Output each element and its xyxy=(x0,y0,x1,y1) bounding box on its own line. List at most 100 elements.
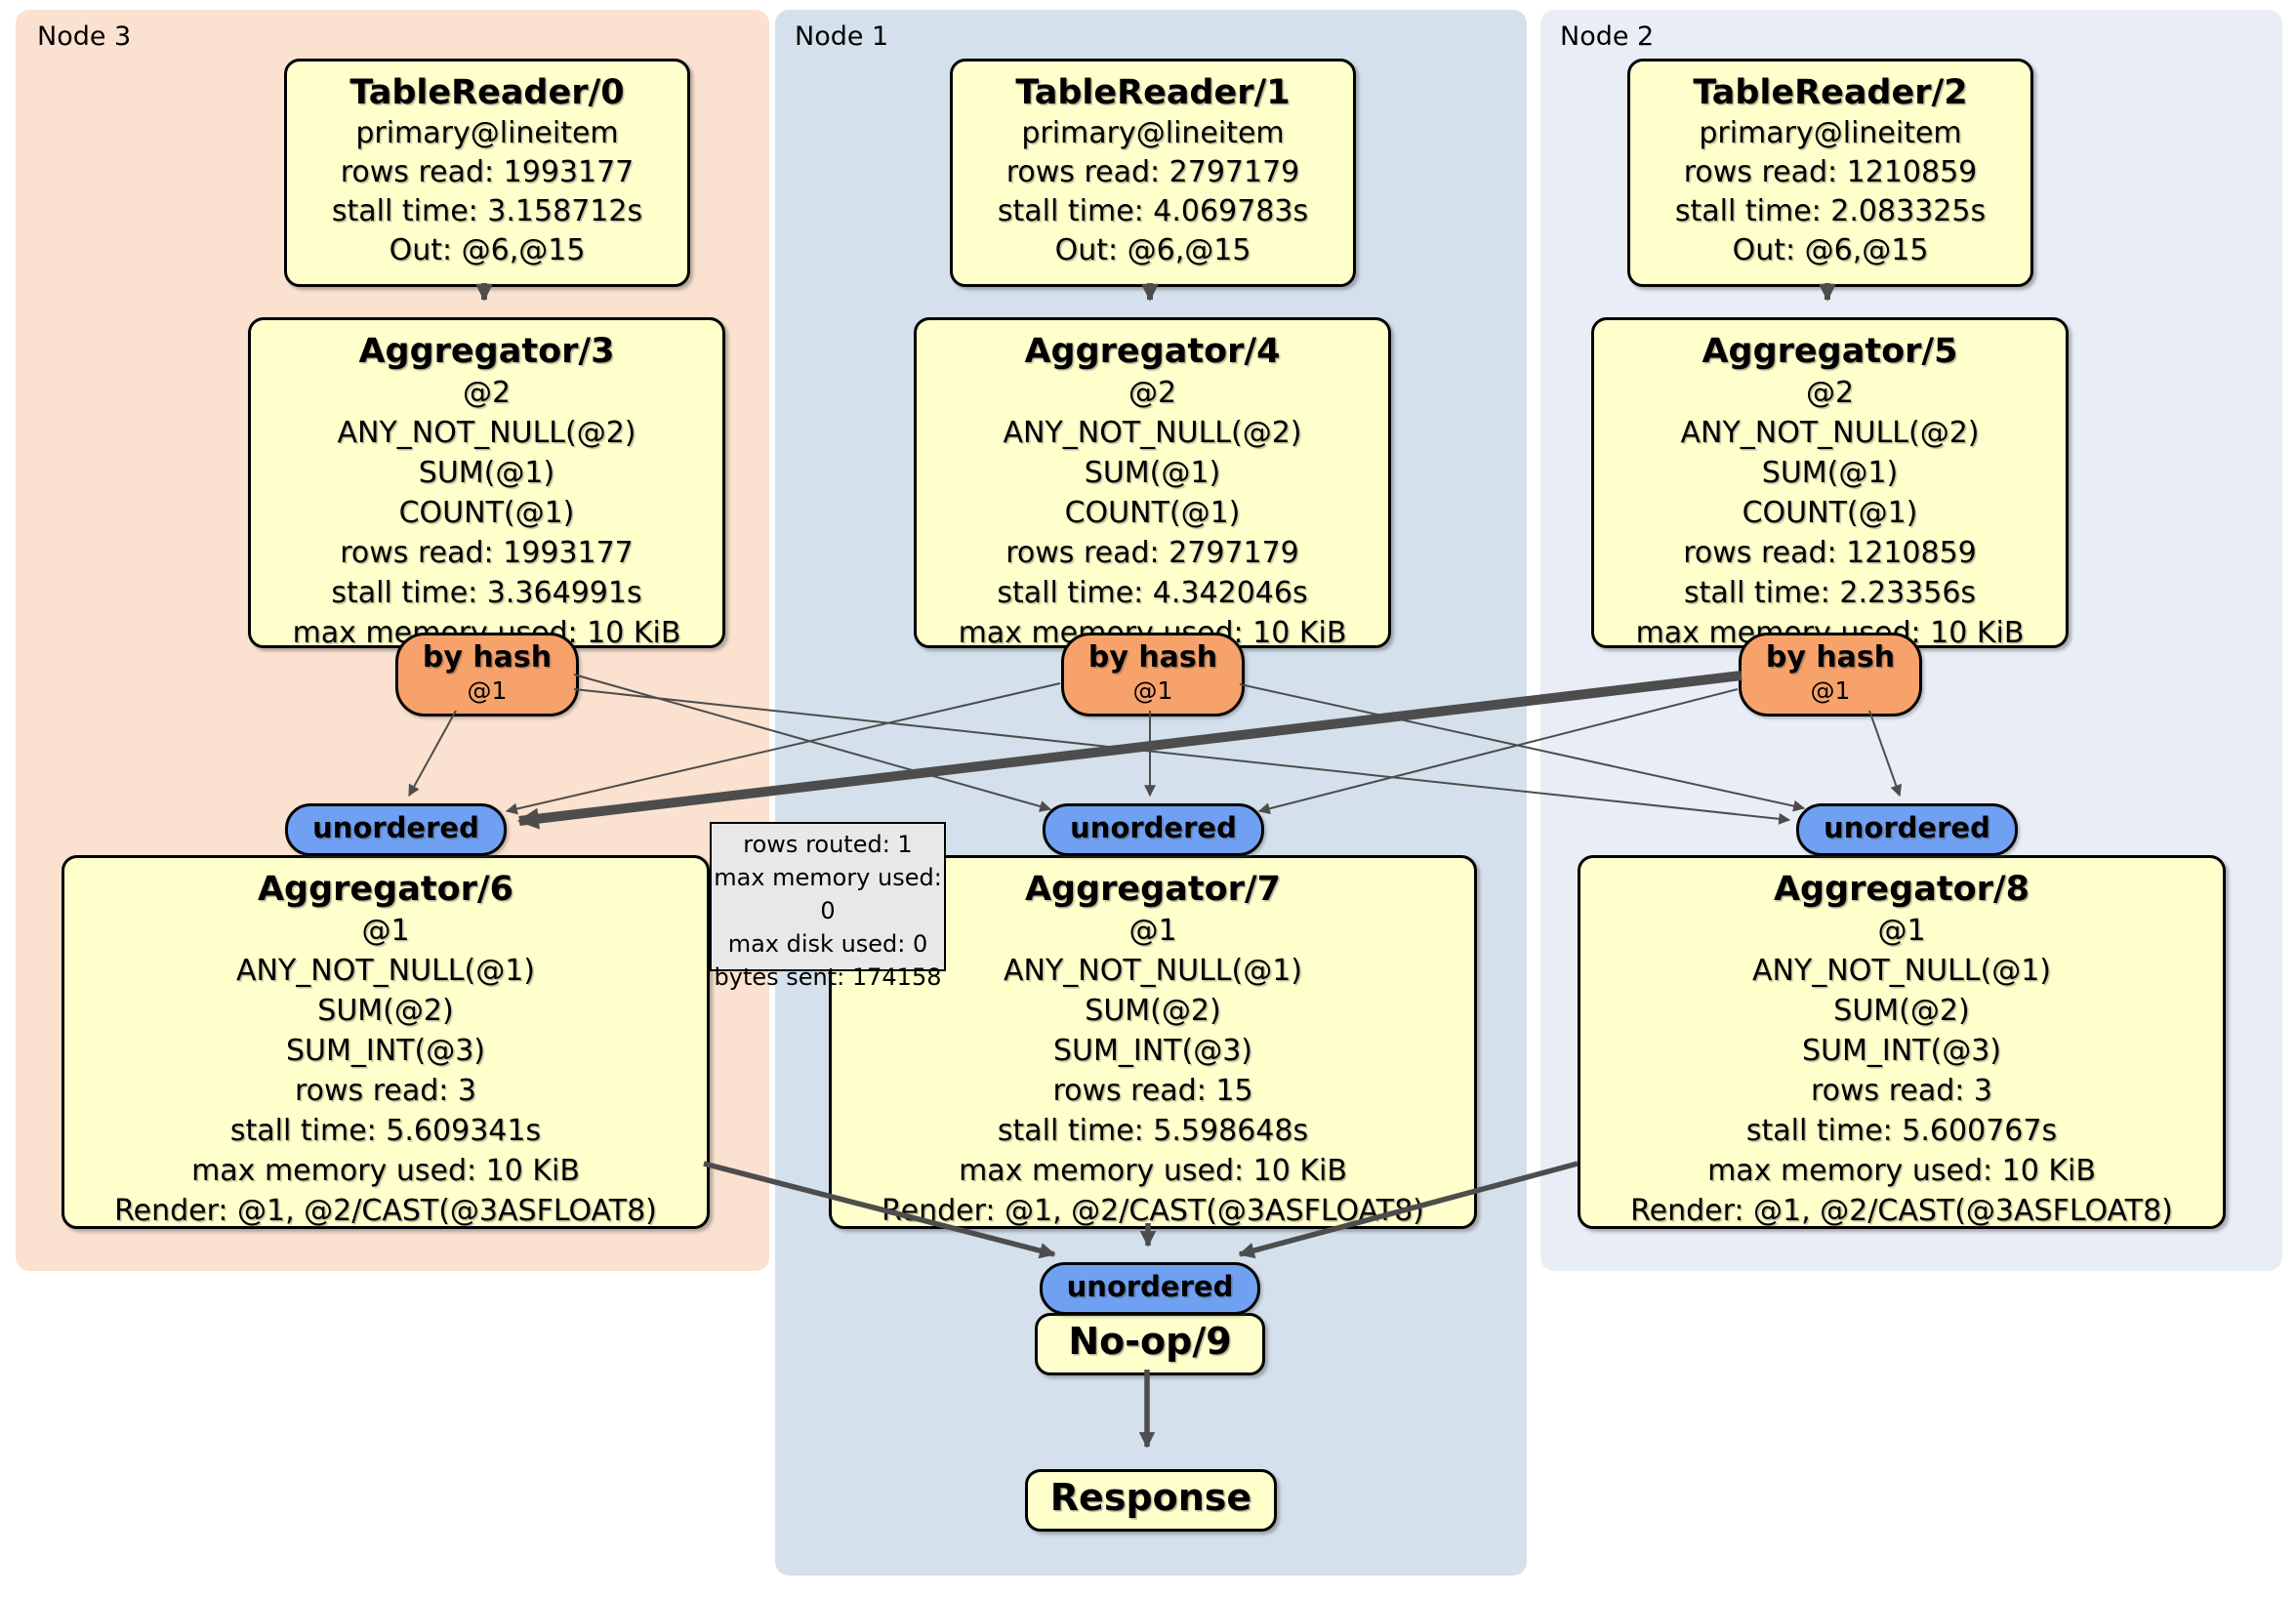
node2-label: Node 2 xyxy=(1560,21,1655,52)
aggregator-3-fn2: SUM(@1) xyxy=(418,456,555,490)
tablereader-1-rows-read: rows read: 2797179 xyxy=(1005,155,1300,189)
sync-unordered-node1-label: unordered xyxy=(1070,811,1237,844)
aggregator-5-group: @2 xyxy=(1805,376,1855,410)
aggregator-4-group: @2 xyxy=(1128,376,1177,410)
aggregator-5-fn3: COUNT(@1) xyxy=(1742,496,1918,530)
sync-unordered-final-label: unordered xyxy=(1066,1270,1234,1303)
sync-unordered-node1[interactable]: unordered xyxy=(1043,803,1264,856)
tablereader-1-stall-time: stall time: 4.069783s xyxy=(997,194,1309,228)
aggregator-6-stall-time: stall time: 5.609341s xyxy=(229,1114,542,1148)
aggregator-4-stall-time: stall time: 4.342046s xyxy=(997,576,1308,610)
aggregator-3-fn3: COUNT(@1) xyxy=(398,496,575,530)
aggregator-5-rows-read: rows read: 1210859 xyxy=(1683,536,1977,570)
aggregator-8-stall-time: stall time: 5.600767s xyxy=(1745,1114,2058,1148)
aggregator-5-fn2: SUM(@1) xyxy=(1761,456,1899,490)
aggregator-4-title: Aggregator/4 xyxy=(1024,332,1281,371)
node3-label: Node 3 xyxy=(37,21,132,52)
aggregator-8-fn1: ANY_NOT_NULL(@1) xyxy=(1752,954,2051,988)
tablereader-1-box: TableReader/1 primary@lineitem rows read… xyxy=(950,59,1356,287)
aggregator-6-rows-read: rows read: 3 xyxy=(294,1074,477,1108)
aggregator-5-box: Aggregator/5 @2 ANY_NOT_NULL(@2) SUM(@1)… xyxy=(1591,317,2069,650)
tooltip-max-memory: max memory used: 0 xyxy=(714,864,942,924)
aggregator-6-box: Aggregator/6 @1 ANY_NOT_NULL(@1) SUM(@2)… xyxy=(62,855,710,1229)
aggregator-8-fn2: SUM(@2) xyxy=(1833,994,1970,1028)
tablereader-0-box: TableReader/0 primary@lineitem rows read… xyxy=(284,59,690,287)
aggregator-6-render: Render: @1, @2/CAST(@3ASFLOAT8) xyxy=(114,1194,657,1228)
response-title: Response xyxy=(1049,1476,1252,1519)
aggregator-7-max-memory: max memory used: 10 KiB xyxy=(959,1154,1347,1188)
aggregator-8-fn3: SUM_INT(@3) xyxy=(1802,1034,2001,1068)
tablereader-2-stall-time: stall time: 2.083325s xyxy=(1674,194,1987,228)
aggregator-4-fn3: COUNT(@1) xyxy=(1064,496,1241,530)
aggregator-8-render: Render: @1, @2/CAST(@3ASFLOAT8) xyxy=(1630,1194,2173,1228)
aggregator-8-box: Aggregator/8 @1 ANY_NOT_NULL(@1) SUM(@2)… xyxy=(1578,855,2226,1229)
edge-stats-tooltip: rows routed: 1 max memory used: 0 max di… xyxy=(710,822,946,991)
sync-unordered-node2-label: unordered xyxy=(1824,811,1990,844)
tablereader-2-index: primary@lineitem xyxy=(1699,116,1962,150)
router-byhash-node3[interactable]: by hash @1 xyxy=(395,633,579,717)
sync-unordered-node2[interactable]: unordered xyxy=(1796,803,2018,856)
router-byhash-node1[interactable]: by hash @1 xyxy=(1061,633,1245,717)
aggregator-6-group: @1 xyxy=(361,914,410,948)
tablereader-1-index: primary@lineitem xyxy=(1021,116,1285,150)
aggregator-8-rows-read: rows read: 3 xyxy=(1810,1074,1993,1108)
aggregator-8-group: @1 xyxy=(1877,914,1926,948)
tablereader-2-box: TableReader/2 primary@lineitem rows read… xyxy=(1627,59,2033,287)
aggregator-4-rows-read: rows read: 2797179 xyxy=(1005,536,1299,570)
aggregator-5-fn1: ANY_NOT_NULL(@2) xyxy=(1680,416,1980,450)
router-byhash-node2-key: @1 xyxy=(1810,676,1851,705)
aggregator-7-title: Aggregator/7 xyxy=(1024,870,1282,909)
aggregator-7-fn1: ANY_NOT_NULL(@1) xyxy=(1004,954,1302,988)
tablereader-2-title: TableReader/2 xyxy=(1693,73,1968,112)
tablereader-1-title: TableReader/1 xyxy=(1015,73,1291,112)
aggregator-3-box: Aggregator/3 @2 ANY_NOT_NULL(@2) SUM(@1)… xyxy=(248,317,725,650)
tablereader-0-stall-time: stall time: 3.158712s xyxy=(331,194,643,228)
tablereader-0-out: Out: @6,@15 xyxy=(389,233,586,267)
aggregator-7-render: Render: @1, @2/CAST(@3ASFLOAT8) xyxy=(882,1194,1424,1228)
aggregator-4-fn2: SUM(@1) xyxy=(1084,456,1221,490)
aggregator-6-fn2: SUM(@2) xyxy=(317,994,454,1028)
tooltip-bytes-sent: bytes sent: 174158 xyxy=(714,963,942,991)
aggregator-5-stall-time: stall time: 2.23356s xyxy=(1683,576,1977,610)
aggregator-8-title: Aggregator/8 xyxy=(1773,870,2030,909)
tablereader-0-title: TableReader/0 xyxy=(349,73,625,112)
tablereader-1-out: Out: @6,@15 xyxy=(1054,233,1251,267)
aggregator-3-title: Aggregator/3 xyxy=(358,332,615,371)
aggregator-6-max-memory: max memory used: 10 KiB xyxy=(191,1154,580,1188)
aggregator-4-fn1: ANY_NOT_NULL(@2) xyxy=(1003,416,1302,450)
sync-unordered-node3-label: unordered xyxy=(312,811,479,844)
aggregator-6-title: Aggregator/6 xyxy=(257,870,514,909)
aggregator-7-stall-time: stall time: 5.598648s xyxy=(997,1114,1309,1148)
router-byhash-node2-label: by hash xyxy=(1765,640,1896,675)
aggregator-7-group: @1 xyxy=(1128,914,1177,948)
node1-label: Node 1 xyxy=(795,21,889,52)
sync-unordered-node3[interactable]: unordered xyxy=(285,803,507,856)
aggregator-3-group: @2 xyxy=(462,376,512,410)
aggregator-8-max-memory: max memory used: 10 KiB xyxy=(1707,1154,2096,1188)
tablereader-0-rows-read: rows read: 1993177 xyxy=(340,155,635,189)
noop-9-box: No-op/9 xyxy=(1035,1313,1265,1375)
sync-unordered-final[interactable]: unordered xyxy=(1040,1262,1260,1315)
tooltip-rows-routed: rows routed: 1 xyxy=(743,831,913,858)
aggregator-3-stall-time: stall time: 3.364991s xyxy=(331,576,642,610)
aggregator-3-fn1: ANY_NOT_NULL(@2) xyxy=(337,416,636,450)
tablereader-2-out: Out: @6,@15 xyxy=(1732,233,1929,267)
aggregator-7-fn2: SUM(@2) xyxy=(1085,994,1221,1028)
router-byhash-node1-key: @1 xyxy=(1132,676,1173,705)
response-box: Response xyxy=(1025,1469,1277,1532)
tooltip-max-disk: max disk used: 0 xyxy=(727,930,928,958)
router-byhash-node1-label: by hash xyxy=(1087,640,1218,675)
aggregator-4-box: Aggregator/4 @2 ANY_NOT_NULL(@2) SUM(@1)… xyxy=(914,317,1391,650)
noop-9-title: No-op/9 xyxy=(1068,1320,1232,1363)
aggregator-3-rows-read: rows read: 1993177 xyxy=(340,536,634,570)
router-byhash-node2[interactable]: by hash @1 xyxy=(1739,633,1922,717)
router-byhash-node3-label: by hash xyxy=(422,640,553,675)
tablereader-0-index: primary@lineitem xyxy=(355,116,619,150)
router-byhash-node3-key: @1 xyxy=(467,676,508,705)
aggregator-7-rows-read: rows read: 15 xyxy=(1052,1074,1253,1108)
aggregator-7-fn3: SUM_INT(@3) xyxy=(1053,1034,1252,1068)
aggregator-6-fn1: ANY_NOT_NULL(@1) xyxy=(236,954,535,988)
aggregator-5-title: Aggregator/5 xyxy=(1702,332,1958,371)
tablereader-2-rows-read: rows read: 1210859 xyxy=(1683,155,1978,189)
